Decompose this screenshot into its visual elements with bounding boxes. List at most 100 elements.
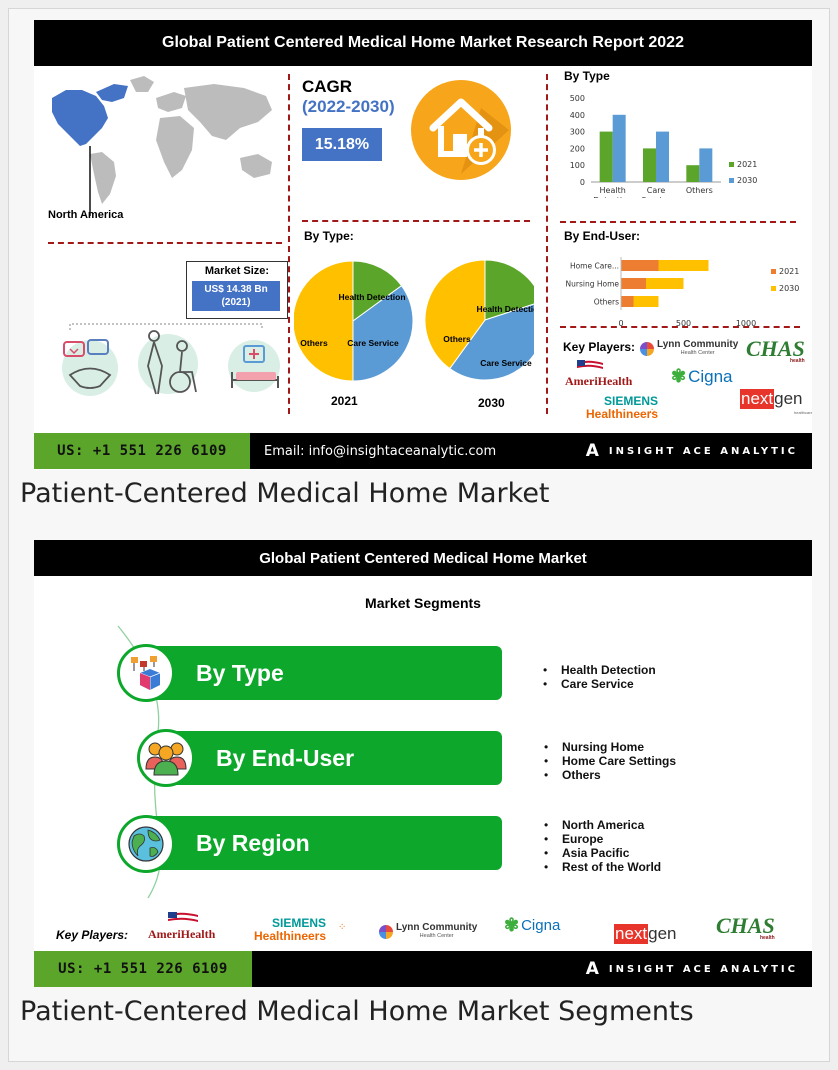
lynn-logo-text: Lynn Community [657, 339, 739, 350]
globe-icon [117, 815, 175, 873]
x-tick-label: 1000 [736, 319, 756, 328]
footer-bar: US: +1 551 226 6109 Email: info@insighta… [34, 433, 812, 469]
cagr-label: CAGR [302, 77, 353, 96]
x-tick-label: 0 [618, 319, 623, 328]
market-report-infographic: Global Patient Centered Medical Home Mar… [34, 20, 812, 470]
brand-logo-icon: A [585, 441, 599, 461]
cigna-logo: ✾ Cigna [504, 915, 560, 936]
list-item: Others [544, 768, 676, 782]
divider [48, 242, 282, 244]
bar-2021 [621, 278, 646, 289]
bar-2030 [646, 278, 684, 289]
region-label: North America [48, 209, 124, 221]
by-end-user-title: By End-User: [564, 229, 641, 243]
legend-label-2021: 2021 [737, 160, 757, 169]
x-tick-label: Care [647, 186, 666, 195]
amerihealth-logo-text: AmeriHealth [148, 927, 216, 941]
y-tick-label: 300 [570, 128, 585, 137]
segment-label: By End-User [216, 744, 355, 771]
y-tick-label: Nursing Home [566, 280, 620, 289]
chas-logo-text: CHAS [746, 336, 805, 361]
nextgen-logo: next gen [740, 389, 803, 409]
key-players-label: Key Players: [563, 340, 636, 354]
chas-logo-subtext: health [789, 358, 805, 364]
pie-slice-health-detection [352, 260, 403, 322]
bar-2021 [599, 131, 613, 182]
by-type-pie-title: By Type: [304, 229, 354, 243]
lynn-logo-subtext: Health Center [680, 350, 715, 356]
lynn-community-logo: Lynn Community Health Center [379, 923, 477, 941]
bar-2021 [643, 148, 656, 182]
pie-slice-others [424, 259, 486, 370]
healthineers-logo-text: Healthineers [254, 929, 327, 943]
nextgen-logo-text-b: gen [648, 924, 677, 943]
cagr-period: (2022-2030) [302, 97, 395, 116]
pie-2021-label-others: Others [300, 338, 328, 348]
pie-2030-label-care-service: Care Service [480, 358, 532, 368]
segment-label: By Region [196, 829, 310, 856]
pie-2021-label-care-service: Care Service [347, 338, 399, 348]
report-title: Global Patient Centered Medical Home Mar… [34, 20, 812, 66]
x-tick-label: Others [686, 186, 713, 195]
chas-logo-text: CHAS [716, 913, 775, 938]
list-item: Asia Pacific [544, 846, 661, 860]
market-size-value: US$ 14.38 Bn [204, 284, 268, 295]
bar-2030 [656, 131, 669, 182]
cigna-logo-text: Cigna [521, 917, 561, 934]
brand-name: A INSIGHT ACE ANALYTIC [586, 951, 798, 987]
segment-items-by-type: Health Detection Care Service [543, 663, 656, 691]
patient-care-icon [62, 323, 280, 396]
x-tick-label: Detection [593, 196, 632, 198]
users-icon [137, 729, 195, 787]
divider [560, 221, 796, 223]
cigna-logo-text: Cigna [688, 366, 733, 386]
by-type-bar-title: By Type [564, 69, 610, 83]
x-tick-label: Health [600, 186, 626, 195]
pie-2021-title: 2021 [331, 394, 358, 408]
divider [560, 326, 800, 328]
siemens-dots-icon: ⁘ [338, 922, 347, 933]
list-item: Health Detection [543, 663, 656, 677]
pie-2021-label-health-detection: Health Detection [338, 292, 405, 302]
brand-name: A INSIGHT ACE ANALYTIC [586, 433, 798, 469]
siemens-logo-text: SIEMENS [604, 394, 659, 408]
amerihealth-logo: AmeriHealth [565, 360, 632, 390]
segment-label: By Type [196, 659, 284, 686]
bar-2030 [699, 148, 713, 182]
flag-icon [577, 360, 603, 369]
list-item: Nursing Home [544, 740, 676, 754]
x-tick-label: 500 [676, 319, 691, 328]
cigna-tree-icon: ✾ [671, 366, 687, 386]
legend-swatch-2030 [729, 178, 734, 183]
list-item: Europe [544, 832, 661, 846]
lynn-logo-subtext: Health Center [419, 933, 454, 939]
segment-by-type: By Type [146, 646, 502, 700]
chas-logo: CHAS health [746, 336, 805, 364]
y-tick-label: 100 [570, 161, 585, 170]
list-item: Home Care Settings [544, 754, 676, 768]
siemens-healthineers-logo: SIEMENS Healthineers [586, 395, 658, 421]
nextgen-logo-subtext: healthcare [794, 410, 812, 415]
segment-by-end-user: By End-User [166, 731, 502, 785]
nextgen-logo: next gen [614, 924, 677, 944]
pie-2030-title: 2030 [478, 396, 505, 410]
y-tick-label: Others [594, 298, 619, 307]
chas-logo-subtext: health [759, 935, 775, 941]
bar-2021 [686, 165, 700, 182]
pie-chart-2030 [424, 259, 534, 381]
pie-charts: Health Detection Care Service Others Hea… [294, 259, 534, 382]
bar-2021 [621, 296, 634, 307]
home-icon [411, 80, 511, 180]
pie-chart-2021 [294, 260, 414, 382]
pie-slice-care-service [352, 285, 414, 382]
brand-text: INSIGHT ACE ANALYTIC [608, 445, 798, 457]
healthineers-logo-text: Healthineers [586, 407, 659, 421]
email-address: Email: info@insightaceanalytic.com [264, 443, 497, 459]
amerihealth-logo: AmeriHealth [148, 912, 215, 943]
y-tick-label: 400 [570, 111, 585, 120]
world-map-icon [52, 76, 272, 216]
footer-bar: US: +1 551 226 6109 A INSIGHT ACE ANALYT… [34, 951, 812, 987]
nextgen-logo-text-a: next [740, 389, 775, 409]
legend-label-2030: 2030 [779, 284, 799, 293]
